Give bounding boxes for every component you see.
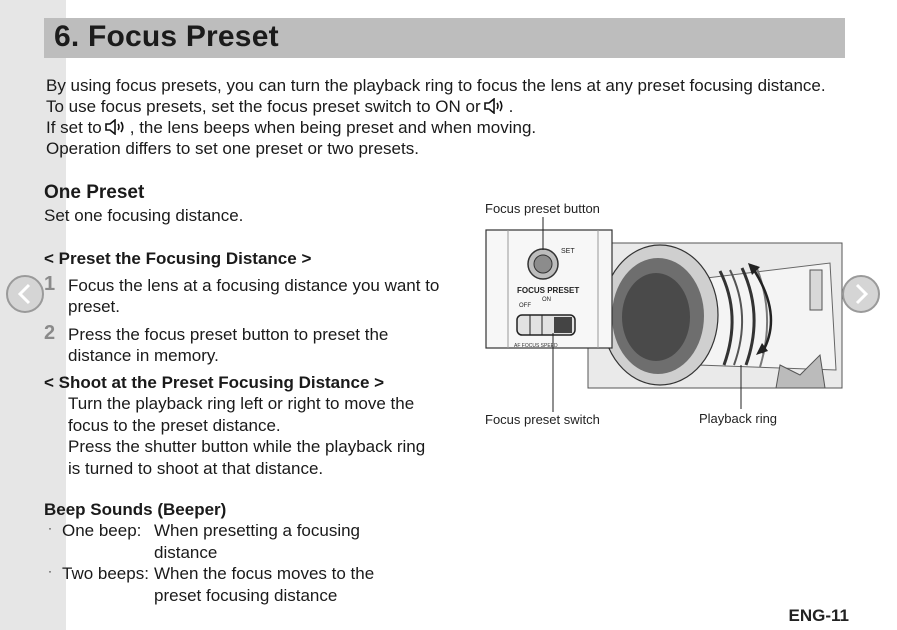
step-number-1: 1 bbox=[44, 273, 56, 295]
next-page-button[interactable] bbox=[842, 275, 880, 313]
intro-line-2: To use focus presets, set the focus pres… bbox=[46, 97, 514, 116]
prev-page-button[interactable] bbox=[6, 275, 44, 313]
page-margin bbox=[0, 0, 66, 630]
bullet: · bbox=[48, 521, 52, 535]
beep-label: One beep: bbox=[62, 521, 142, 540]
inset-off-text: OFF bbox=[519, 303, 531, 309]
lens-illustration: SET FOCUS PRESET ON OFF AF FOCUS SPEED bbox=[485, 217, 843, 412]
bullet: · bbox=[48, 564, 52, 578]
chevron-left-icon bbox=[17, 283, 31, 305]
intro-text: By using focus presets, you can turn the… bbox=[46, 75, 846, 159]
speaker-icon bbox=[483, 98, 503, 114]
label-playback-ring: Playback ring bbox=[699, 411, 778, 426]
beep-desc: When the focus moves to the preset focus… bbox=[154, 564, 375, 605]
shoot-text-1: Turn the playback ring left or right to … bbox=[68, 394, 415, 435]
step-number-2: 2 bbox=[44, 322, 56, 344]
inset-bottom-text: AF FOCUS SPEED bbox=[514, 343, 558, 349]
preset-heading: < Preset the Focusing Distance > bbox=[44, 249, 312, 268]
section-header: 6. Focus Preset bbox=[44, 18, 845, 58]
inset-focus-preset-text: FOCUS PRESET bbox=[517, 286, 579, 295]
label-focus-preset-switch: Focus preset switch bbox=[485, 412, 600, 427]
inset-on-text: ON bbox=[542, 297, 551, 303]
intro-line-4: Operation differs to set one preset or t… bbox=[46, 139, 419, 158]
label-focus-preset-button: Focus preset button bbox=[485, 201, 600, 216]
shoot-text-2: Press the shutter button while the playb… bbox=[68, 437, 426, 478]
speaker-icon bbox=[104, 119, 124, 135]
chevron-right-icon bbox=[855, 283, 869, 305]
beep-label: Two beeps: bbox=[62, 564, 149, 583]
one-preset-subtitle: Set one focusing distance. bbox=[44, 206, 244, 225]
beep-title: Beep Sounds (Beeper) bbox=[44, 500, 227, 519]
intro-line-1: By using focus presets, you can turn the… bbox=[46, 76, 826, 95]
step-text-1: Focus the lens at a focusing distance yo… bbox=[68, 276, 440, 316]
shoot-heading: < Shoot at the Preset Focusing Distance … bbox=[44, 373, 385, 392]
beep-desc: When presetting a focusing distance bbox=[154, 521, 361, 562]
step-text-2: Press the focus preset button to preset … bbox=[68, 325, 389, 365]
page-title: 6. Focus Preset bbox=[54, 20, 279, 53]
inset-set-text: SET bbox=[561, 248, 575, 255]
one-preset-title: One Preset bbox=[44, 182, 145, 203]
intro-line-3: If set to, the lens beeps when being pre… bbox=[46, 118, 537, 137]
page-number: ENG-11 bbox=[788, 606, 849, 625]
